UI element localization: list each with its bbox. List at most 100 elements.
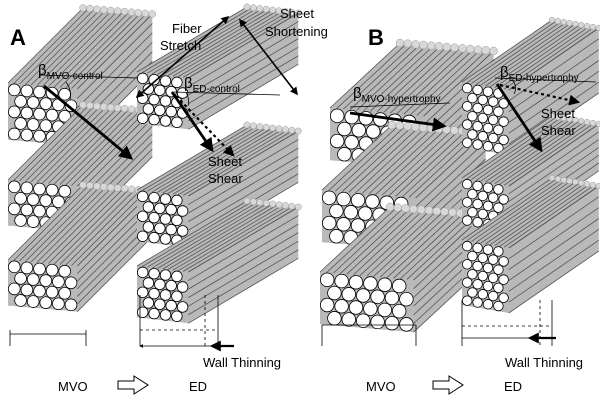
fiber-line (30, 9, 107, 86)
fiber-line (335, 125, 406, 192)
fiber-end (560, 114, 567, 122)
fiber-line (363, 45, 434, 112)
sheet-shortening-label-line1: Sheet (280, 6, 314, 21)
fiber-end (269, 6, 277, 14)
fiber-line (13, 105, 90, 181)
myocyte-cross-section (493, 246, 504, 257)
fiber-end (583, 118, 591, 126)
fiber-line (343, 43, 414, 110)
myocyte-cross-section (488, 114, 499, 126)
beta-ed-control-label: βED-control (184, 75, 240, 95)
fiber-line (42, 10, 118, 87)
fiber-stretch-label-line2: Stretch (160, 38, 201, 53)
fiber-line (494, 25, 585, 88)
hollow-right-arrow-icon (432, 375, 464, 395)
myocyte-cross-section (322, 215, 337, 231)
myocyte-cross-section (165, 299, 177, 312)
myocyte-cross-section (159, 95, 172, 107)
myocyte-cross-section (39, 97, 53, 110)
myocyte-cross-section (20, 106, 34, 120)
myocyte-cross-section (363, 301, 378, 316)
fiber-line (499, 26, 590, 89)
myocyte-cross-section (20, 203, 34, 217)
block-b-mvo-bottom (319, 202, 488, 333)
fiber-line (466, 116, 557, 180)
myocyte-cross-section (498, 116, 509, 127)
myocyte-cross-section (33, 284, 46, 298)
myocyte-cross-section (136, 190, 149, 203)
fiber-end (86, 4, 94, 13)
myocyte-cross-section (358, 206, 373, 221)
fiber-end (141, 9, 150, 18)
myocyte-cross-section (136, 210, 149, 223)
myocyte-cross-section (142, 277, 155, 289)
fiber-line (177, 129, 289, 196)
myocyte-cross-section (472, 260, 483, 272)
fiber-line (71, 190, 147, 266)
fiber-line (399, 213, 471, 280)
fiber-line (379, 211, 451, 278)
fiber-line (375, 129, 446, 195)
myocyte-cross-section (58, 184, 71, 198)
fiber-end (403, 122, 412, 131)
myocyte-cross-section (462, 137, 473, 148)
fiber-stretch-arrow (135, 15, 230, 99)
fiber-line (341, 126, 413, 193)
sheet-shear-b-line1: Sheet (541, 106, 575, 121)
fiber-line (353, 209, 424, 276)
myocyte-cross-section (39, 274, 53, 287)
fiber-line (508, 250, 600, 314)
myocyte-cross-section (330, 133, 345, 149)
fiber-line (188, 215, 299, 281)
myocyte-cross-section (330, 108, 345, 124)
myocyte-cross-section (171, 310, 183, 322)
myocyte-cross-section (370, 314, 385, 330)
fiber-line (346, 208, 418, 275)
myocyte-cross-section (14, 117, 27, 130)
fiber-end (86, 101, 94, 110)
myocyte-cross-section (64, 276, 78, 290)
myocyte-cross-section (377, 302, 393, 318)
myocyte-cross-section (467, 188, 478, 200)
fiber-end (243, 3, 251, 11)
myocyte-cross-section (58, 264, 71, 278)
block-a-mvo-bottom (7, 181, 157, 312)
fiber-line (59, 189, 136, 265)
fiber-line (369, 46, 441, 112)
fiber-line (59, 12, 136, 88)
beta-ed-hypertrophy-label: βED-hypertrophy (500, 64, 579, 84)
myocyte-cross-section (154, 84, 166, 97)
myocyte-cross-section (337, 121, 352, 137)
fiber-end (589, 181, 597, 189)
myocyte-cross-section (493, 184, 504, 195)
fiber-line (508, 123, 600, 187)
fiber-end (282, 202, 289, 209)
fiber-end (100, 6, 108, 14)
fiber-line (167, 128, 278, 194)
myocyte-cross-section (176, 301, 189, 313)
fiber-end (262, 199, 270, 207)
myocyte-cross-section (165, 203, 177, 216)
myocyte-cross-section (14, 192, 27, 205)
myocyte-cross-section (472, 139, 483, 150)
fiber-line (182, 130, 294, 196)
fiber-end (107, 6, 115, 15)
fiber-end (595, 182, 600, 190)
myocyte-cross-section (488, 192, 499, 203)
fiber-line (388, 130, 460, 197)
fiber-line (348, 126, 420, 193)
fiber-line (461, 115, 553, 179)
myocyte-cross-section (320, 297, 335, 313)
fiber-line (393, 212, 464, 279)
myocyte-cross-section (58, 286, 71, 300)
myocyte-cross-section (7, 202, 21, 216)
myocyte-cross-section (45, 108, 59, 122)
beta-mvo-hypertrophy-label: βMVO-hypertrophy (353, 85, 441, 105)
fiber-line (508, 139, 600, 202)
fiber-line (329, 42, 401, 109)
myocyte-cross-section (477, 208, 489, 220)
myocyte-cross-section (462, 119, 473, 130)
myocyte-cross-section (20, 261, 34, 275)
myocyte-cross-section (377, 277, 393, 292)
